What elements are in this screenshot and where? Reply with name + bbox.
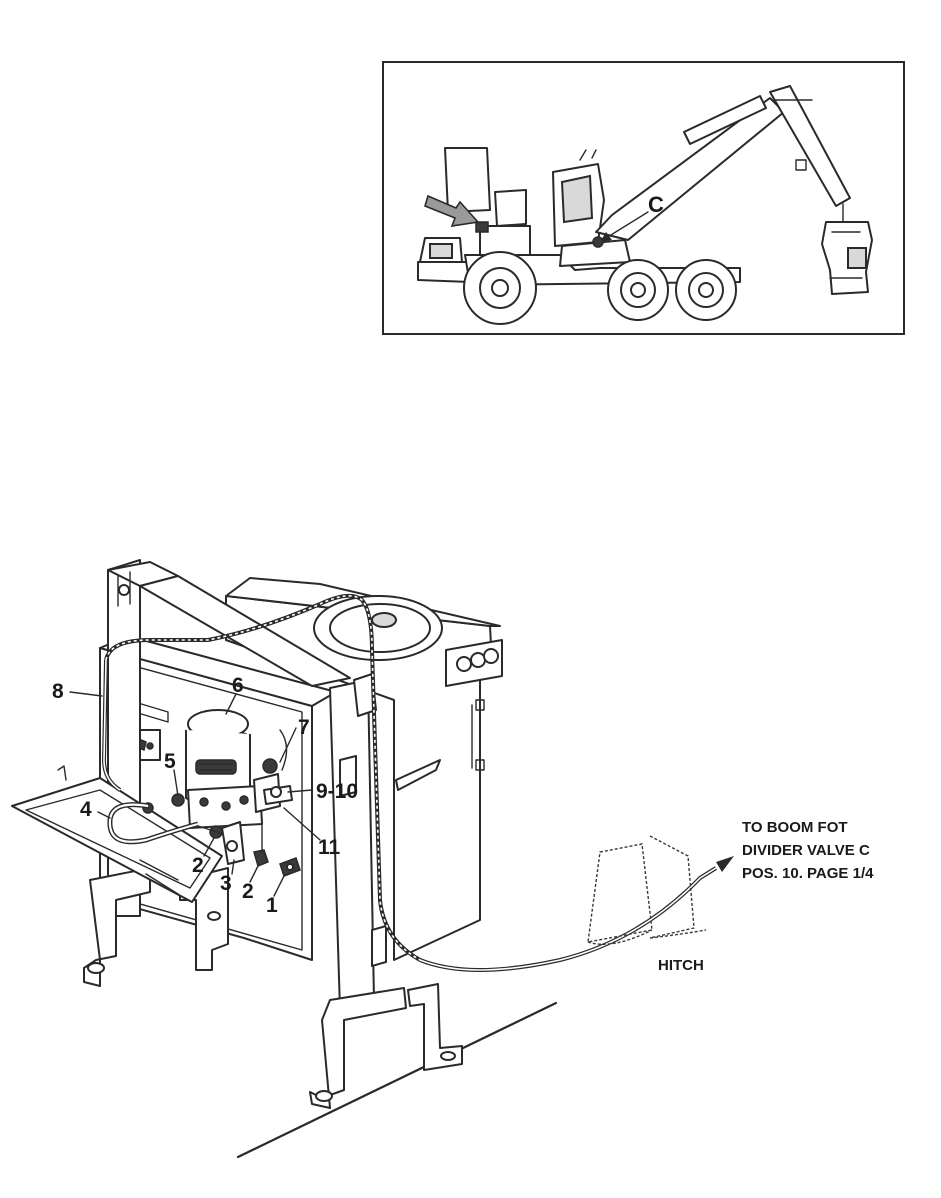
- callout-8: 8: [52, 680, 64, 703]
- callout-2b: 2: [242, 880, 254, 903]
- fitting: [142, 793, 185, 814]
- destination-note-line2: DIVIDER VALVE C: [742, 842, 870, 859]
- fitting: [221, 821, 245, 865]
- arrow-head-icon: [716, 856, 734, 872]
- grease-pump: [185, 709, 263, 829]
- wheel: [463, 251, 537, 325]
- callout-2a: 2: [192, 854, 204, 877]
- wheel: [675, 259, 737, 321]
- hitch-outline: [587, 835, 707, 945]
- callout-6: 6: [232, 674, 244, 697]
- fitting: [253, 817, 269, 868]
- callout-7: 7: [298, 716, 310, 739]
- machine-overview-inset: C: [382, 61, 905, 335]
- callout-9-10: 9-10: [316, 780, 358, 803]
- fitting: [279, 857, 301, 877]
- callout-4: 4: [80, 798, 92, 821]
- callout-5: 5: [164, 750, 176, 773]
- callout-c-arrow: [605, 211, 649, 239]
- callout-3: 3: [220, 872, 232, 895]
- destination-note-line1: TO BOOM FOT: [742, 819, 848, 836]
- location-arrow-icon: [424, 194, 480, 227]
- hitch-label: HITCH: [658, 957, 704, 974]
- callout-c-label: C: [648, 192, 664, 217]
- leader-lines: [69, 691, 321, 897]
- callout-11: 11: [318, 836, 341, 859]
- lubrication-assembly: [11, 559, 734, 1159]
- harvester-illustration: [417, 85, 873, 325]
- destination-note-line3: POS. 10. PAGE 1/4: [742, 865, 874, 882]
- callout-1: 1: [266, 894, 278, 917]
- wheel: [607, 259, 669, 321]
- floor-line: [236, 1001, 558, 1159]
